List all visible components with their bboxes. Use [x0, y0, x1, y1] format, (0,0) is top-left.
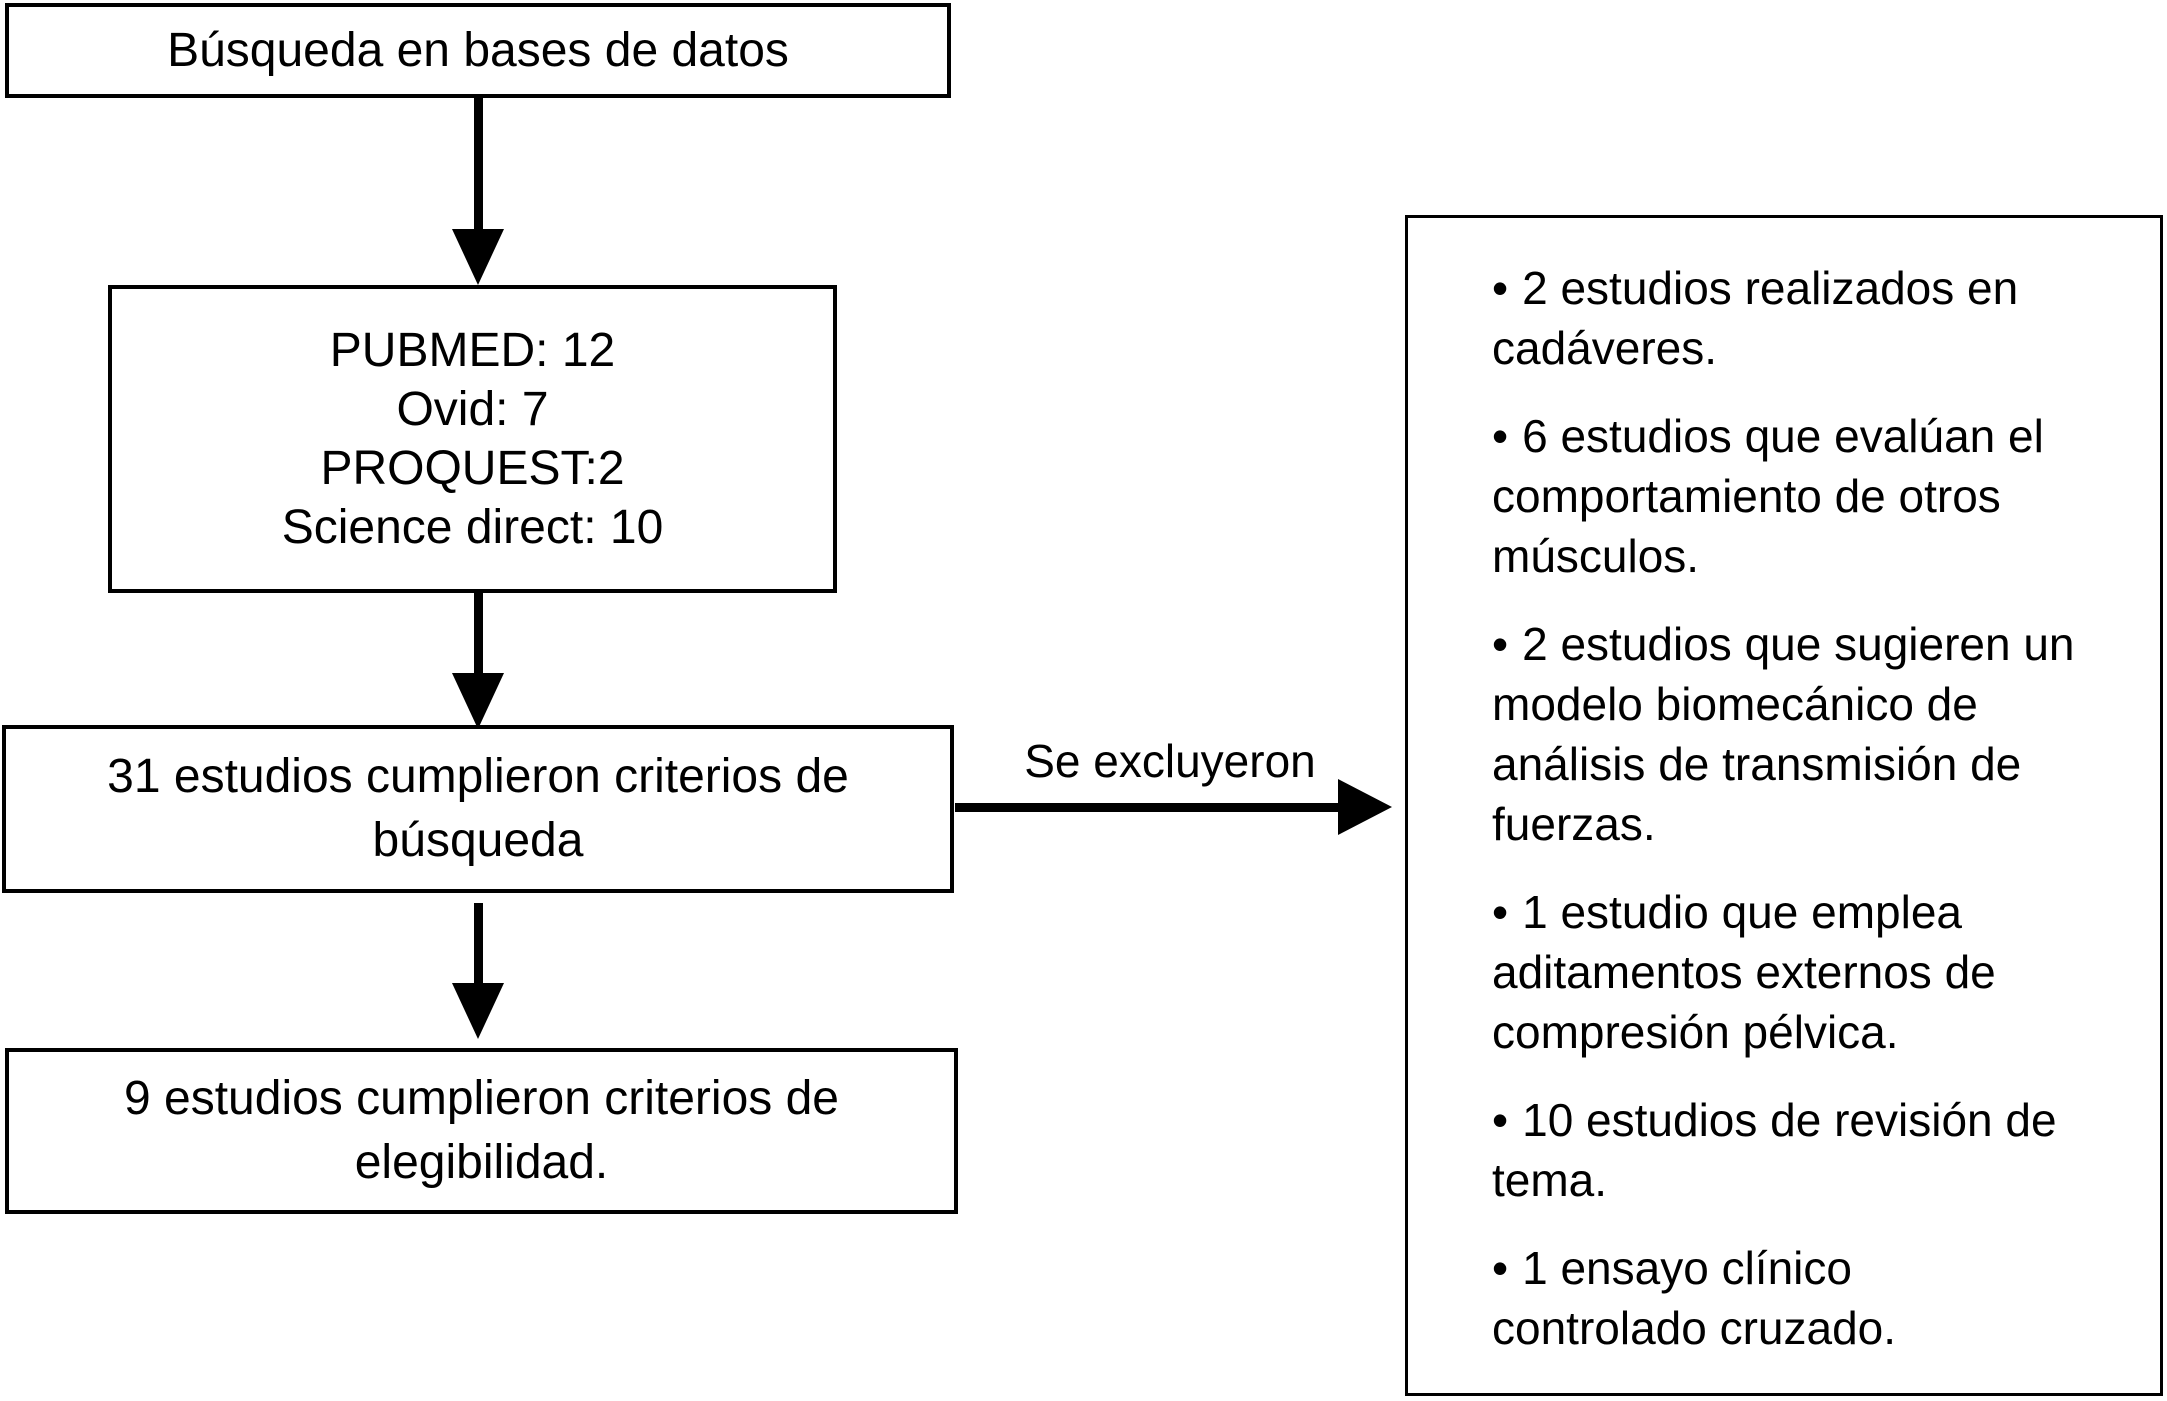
database-count-proquest: PROQUEST:2 — [320, 442, 625, 495]
bullet-icon: • — [1492, 1094, 1509, 1146]
exclusion-item: •2 estudios que sugieren un modelo biome… — [1492, 614, 2114, 854]
database-count-sciencedirect: Science direct: 10 — [281, 501, 664, 554]
exclusion-item-text: 2 estudios que sugieren un modelo biomec… — [1492, 618, 2075, 850]
eligibility-text: 9 estudios cumplieron criterios de elegi… — [123, 1072, 839, 1189]
database-count-pubmed: PUBMED: 12 — [329, 324, 616, 377]
database-search-text: Búsqueda en bases de datos — [167, 24, 789, 77]
database-count-ovid: Ovid: 7 — [396, 383, 549, 436]
search-criteria-text: 31 estudios cumplieron criterios de búsq… — [107, 750, 849, 867]
search-criteria-box: 31 estudios cumplieron criterios de búsq… — [2, 725, 954, 893]
exclusion-item: •1 estudio que emplea aditamentos extern… — [1492, 882, 2114, 1062]
exclusion-item-text: 1 estudio que emplea aditamentos externo… — [1492, 886, 1996, 1058]
exclusion-item-text: 6 estudios que evalúan el comportamiento… — [1492, 410, 2044, 582]
exclusion-item: •6 estudios que evalúan el comportamient… — [1492, 406, 2114, 586]
bullet-icon: • — [1492, 262, 1509, 314]
bullet-icon: • — [1492, 618, 1509, 670]
arrow-down-icon — [452, 983, 504, 1039]
flow-arrow-down-2-shaft — [474, 593, 483, 675]
exclusion-item-text: 10 estudios de revisión de tema. — [1492, 1094, 2057, 1206]
arrow-down-icon — [452, 229, 504, 285]
bullet-icon: • — [1492, 886, 1509, 938]
exclusion-item: •1 ensayo clínico controlado cruzado. — [1492, 1238, 2114, 1358]
exclusion-item-text: 1 ensayo clínico controlado cruzado. — [1492, 1242, 1897, 1354]
bullet-icon: • — [1492, 410, 1509, 462]
bullet-icon: • — [1492, 1242, 1509, 1294]
exclusion-item-text: 2 estudios realizados en cadáveres. — [1492, 262, 2019, 374]
exclusion-arrow-label: Se excluyeron — [1024, 735, 1316, 787]
exclusion-arrow-shaft — [955, 803, 1342, 812]
exclusion-item: •2 estudios realizados en cadáveres. — [1492, 258, 2114, 378]
eligibility-box: 9 estudios cumplieron criterios de elegi… — [5, 1048, 958, 1214]
flow-arrow-down-3-shaft — [474, 903, 483, 985]
arrow-down-icon — [452, 673, 504, 729]
databases-results-box: PUBMED: 12 Ovid: 7 PROQUEST:2 Science di… — [108, 285, 837, 593]
database-search-box: Búsqueda en bases de datos — [5, 3, 951, 98]
flow-arrow-down-1-shaft — [474, 97, 483, 231]
exclusion-item: •10 estudios de revisión de tema. — [1492, 1090, 2114, 1210]
exclusions-box: •2 estudios realizados en cadáveres. •6 … — [1405, 215, 2163, 1396]
arrow-right-icon — [1338, 779, 1392, 835]
